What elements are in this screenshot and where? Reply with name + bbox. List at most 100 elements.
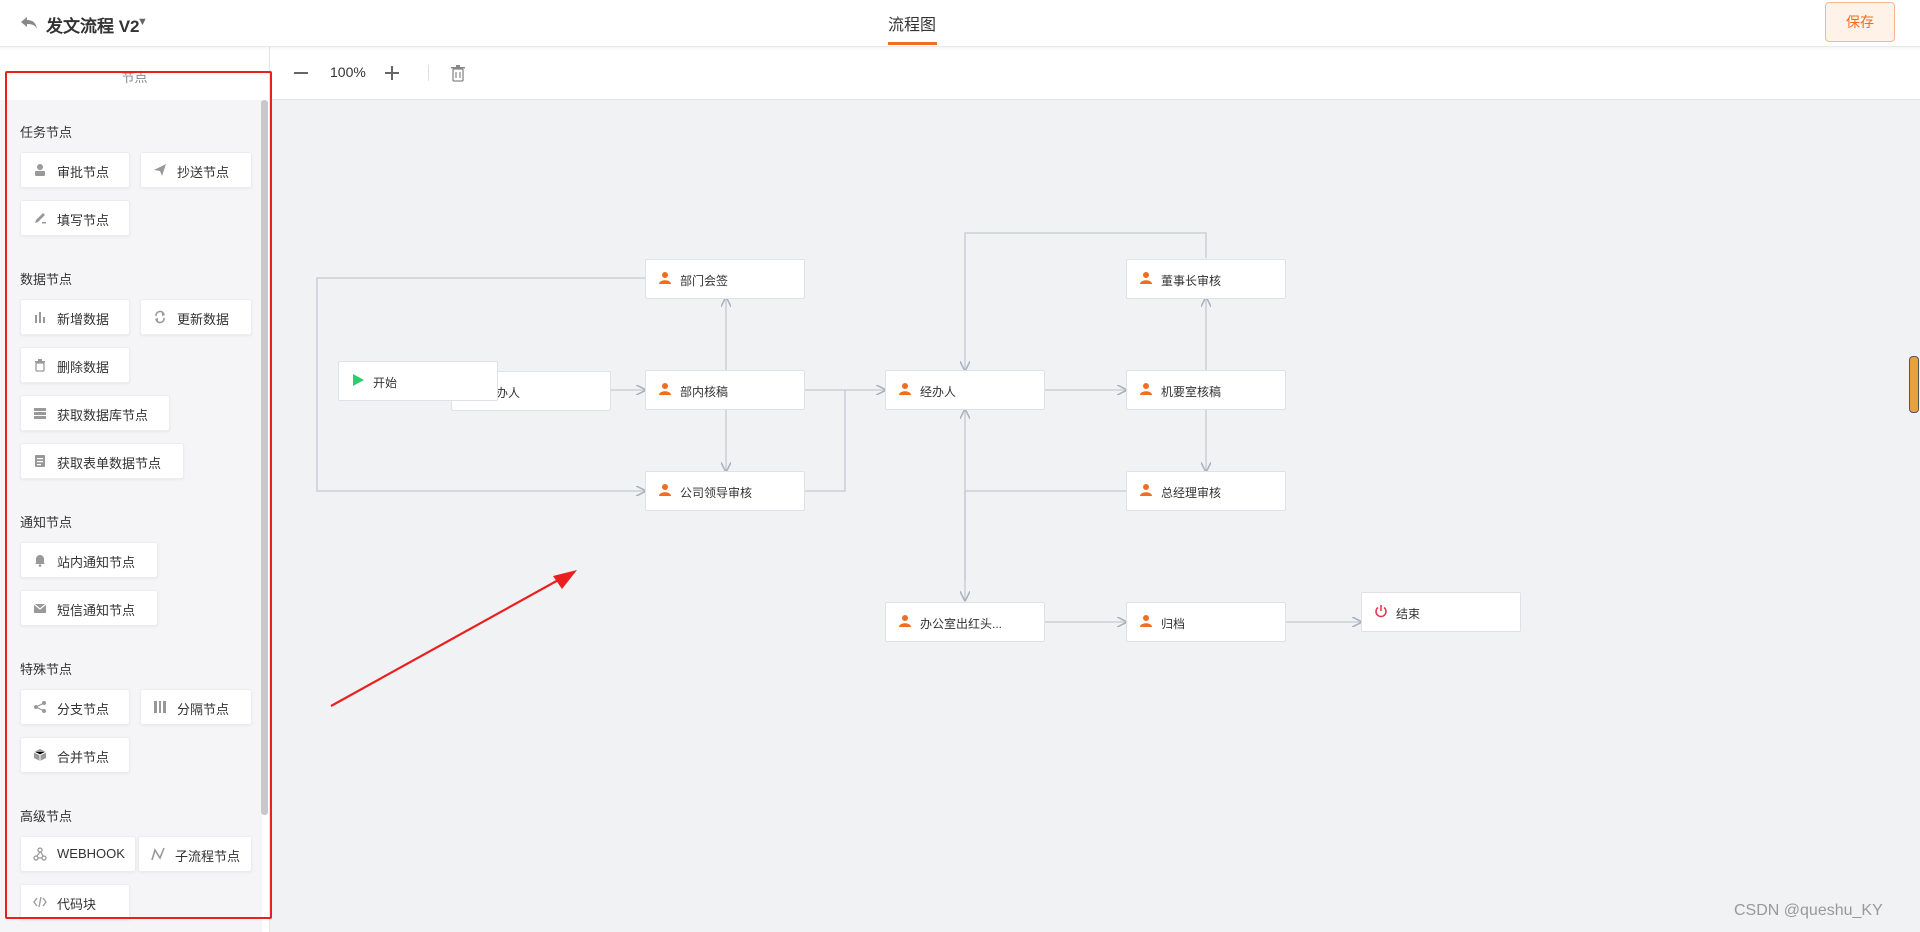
edge-leader-handler	[804, 390, 846, 492]
palette-item-webhook[interactable]: WEBHOOK	[20, 836, 136, 872]
refresh-icon	[153, 310, 167, 324]
webhook-icon	[33, 847, 47, 861]
palette-item-approve[interactable]: 审批节点	[20, 152, 130, 188]
canvas-toolbar: 100%	[270, 47, 1920, 100]
user-icon	[1140, 383, 1152, 395]
user-icon	[659, 383, 671, 395]
share-icon	[33, 700, 47, 714]
group-title-special: 特殊节点	[20, 662, 73, 677]
flow-node-label: 董事长审核	[1161, 274, 1222, 288]
drawer-handle[interactable]	[1909, 356, 1919, 413]
group-title-task: 任务节点	[20, 125, 73, 140]
tab-underline	[888, 42, 937, 45]
group-title-notify: 通知节点	[20, 515, 73, 530]
flow-node-label: 机要室核稿	[1161, 385, 1222, 399]
flow-node-gm[interactable]: 总经理审核	[1126, 471, 1286, 511]
palette-item-label: 短信通知节点	[57, 603, 136, 618]
palette-item-separate[interactable]: 分隔节点	[140, 689, 252, 725]
power-icon	[1375, 605, 1387, 618]
palette-item-update-data[interactable]: 更新数据	[140, 299, 252, 335]
palette-item-label: 删除数据	[57, 360, 110, 375]
flow-node-label: 部门会签	[680, 274, 729, 288]
flow-node-handler[interactable]: 经办人	[885, 370, 1045, 410]
toolbar-divider	[428, 65, 429, 81]
palette-item-label: WEBHOOK	[57, 846, 125, 861]
flow-node-archive[interactable]: 归档	[1126, 602, 1286, 642]
cube-icon	[33, 748, 47, 762]
app-title: 发文流程 V2	[46, 17, 140, 36]
palette-item-label: 新增数据	[57, 312, 110, 327]
palette-item-label: 获取表单数据节点	[57, 456, 162, 471]
flow-node-label: 办人	[496, 386, 521, 400]
flow-node-chairman[interactable]: 董事长审核	[1126, 259, 1286, 299]
code-icon	[33, 895, 47, 909]
group-title-advanced: 高级节点	[20, 809, 73, 824]
palette-item-sms-notify[interactable]: 短信通知节点	[20, 590, 158, 626]
zoom-out-icon[interactable]	[294, 72, 308, 74]
flow-node-leader[interactable]: 公司领导审核	[645, 471, 805, 511]
palette-item-label: 审批节点	[57, 165, 110, 180]
user-icon	[33, 163, 47, 177]
flow-node-label: 公司领导审核	[680, 486, 753, 500]
subprocess-icon	[151, 847, 165, 861]
palette-item-label: 站内通知节点	[57, 555, 136, 570]
trash-icon[interactable]	[450, 64, 466, 82]
palette-item-label: 填写节点	[57, 213, 110, 228]
flow-node-label: 经办人	[920, 385, 957, 399]
columns-icon	[153, 700, 167, 714]
palette-scrollbar[interactable]	[261, 100, 268, 815]
flow-node-label: 部内核稿	[680, 385, 729, 399]
back-icon[interactable]	[18, 12, 40, 34]
flow-node-start[interactable]: 开始	[338, 361, 498, 401]
save-button[interactable]: 保存	[1825, 2, 1895, 42]
flow-node-dept-review[interactable]: 部内核稿	[645, 370, 805, 410]
group-title-data: 数据节点	[20, 272, 73, 287]
user-icon	[899, 615, 911, 627]
tab-flowchart[interactable]: 流程图	[888, 17, 937, 34]
user-icon	[1140, 484, 1152, 496]
send-icon	[153, 163, 167, 177]
flow-node-end[interactable]: 结束	[1361, 592, 1521, 632]
palette-item-code[interactable]: 代码块	[20, 884, 130, 920]
palette-list: 任务节点 审批节点 抄送节点 填写节点 数据节点 新增数据	[0, 100, 262, 932]
chevron-down-icon[interactable]: ▼	[137, 16, 148, 28]
annotation-arrow	[330, 570, 577, 707]
palette-item-cc[interactable]: 抄送节点	[140, 152, 252, 188]
palette-item-fill[interactable]: 填写节点	[20, 200, 130, 236]
top-header: 发文流程 V2 ▼ 流程图 保存	[0, 0, 1920, 47]
palette-item-branch[interactable]: 分支节点	[20, 689, 130, 725]
zoom-level: 100%	[330, 64, 366, 80]
edge-chairman-loop	[965, 232, 1207, 370]
palette-item-label: 抄送节点	[177, 165, 230, 180]
user-icon	[659, 272, 671, 284]
flow-node-label: 结束	[1396, 607, 1421, 621]
flow-node-label: 办公室出红头...	[920, 617, 1003, 631]
form-icon	[33, 454, 47, 468]
user-icon	[659, 484, 671, 496]
flow-node-dept-sign[interactable]: 部门会签	[645, 259, 805, 299]
bar-chart-icon	[33, 310, 47, 324]
palette-item-delete-data[interactable]: 删除数据	[20, 347, 130, 383]
palette-item-subprocess[interactable]: 子流程节点	[138, 836, 252, 872]
palette-item-site-notify[interactable]: 站内通知节点	[20, 542, 158, 578]
palette-item-get-database[interactable]: 获取数据库节点	[20, 395, 170, 431]
palette-item-merge[interactable]: 合并节点	[20, 737, 130, 773]
edge-sign-loop	[316, 277, 645, 491]
flow-node-label: 开始	[373, 376, 398, 390]
node-palette: 节点 任务节点 审批节点 抄送节点 填写节点 数据节点	[0, 47, 270, 932]
database-icon	[33, 406, 47, 420]
trash-icon	[33, 358, 47, 372]
flow-node-label: 总经理审核	[1161, 486, 1222, 500]
flow-node-office[interactable]: 办公室出红头...	[885, 602, 1045, 642]
user-icon	[1140, 615, 1152, 627]
flow-node-label: 归档	[1161, 617, 1186, 631]
palette-item-label: 合并节点	[57, 750, 110, 765]
flow-node-confidential[interactable]: 机要室核稿	[1126, 370, 1286, 410]
palette-item-label: 分支节点	[57, 702, 110, 717]
palette-item-label: 获取数据库节点	[57, 408, 149, 423]
play-icon	[353, 374, 364, 386]
zoom-in-icon-stem[interactable]	[391, 66, 393, 80]
palette-item-add-data[interactable]: 新增数据	[20, 299, 130, 335]
palette-item-get-form-data[interactable]: 获取表单数据节点	[20, 443, 184, 479]
